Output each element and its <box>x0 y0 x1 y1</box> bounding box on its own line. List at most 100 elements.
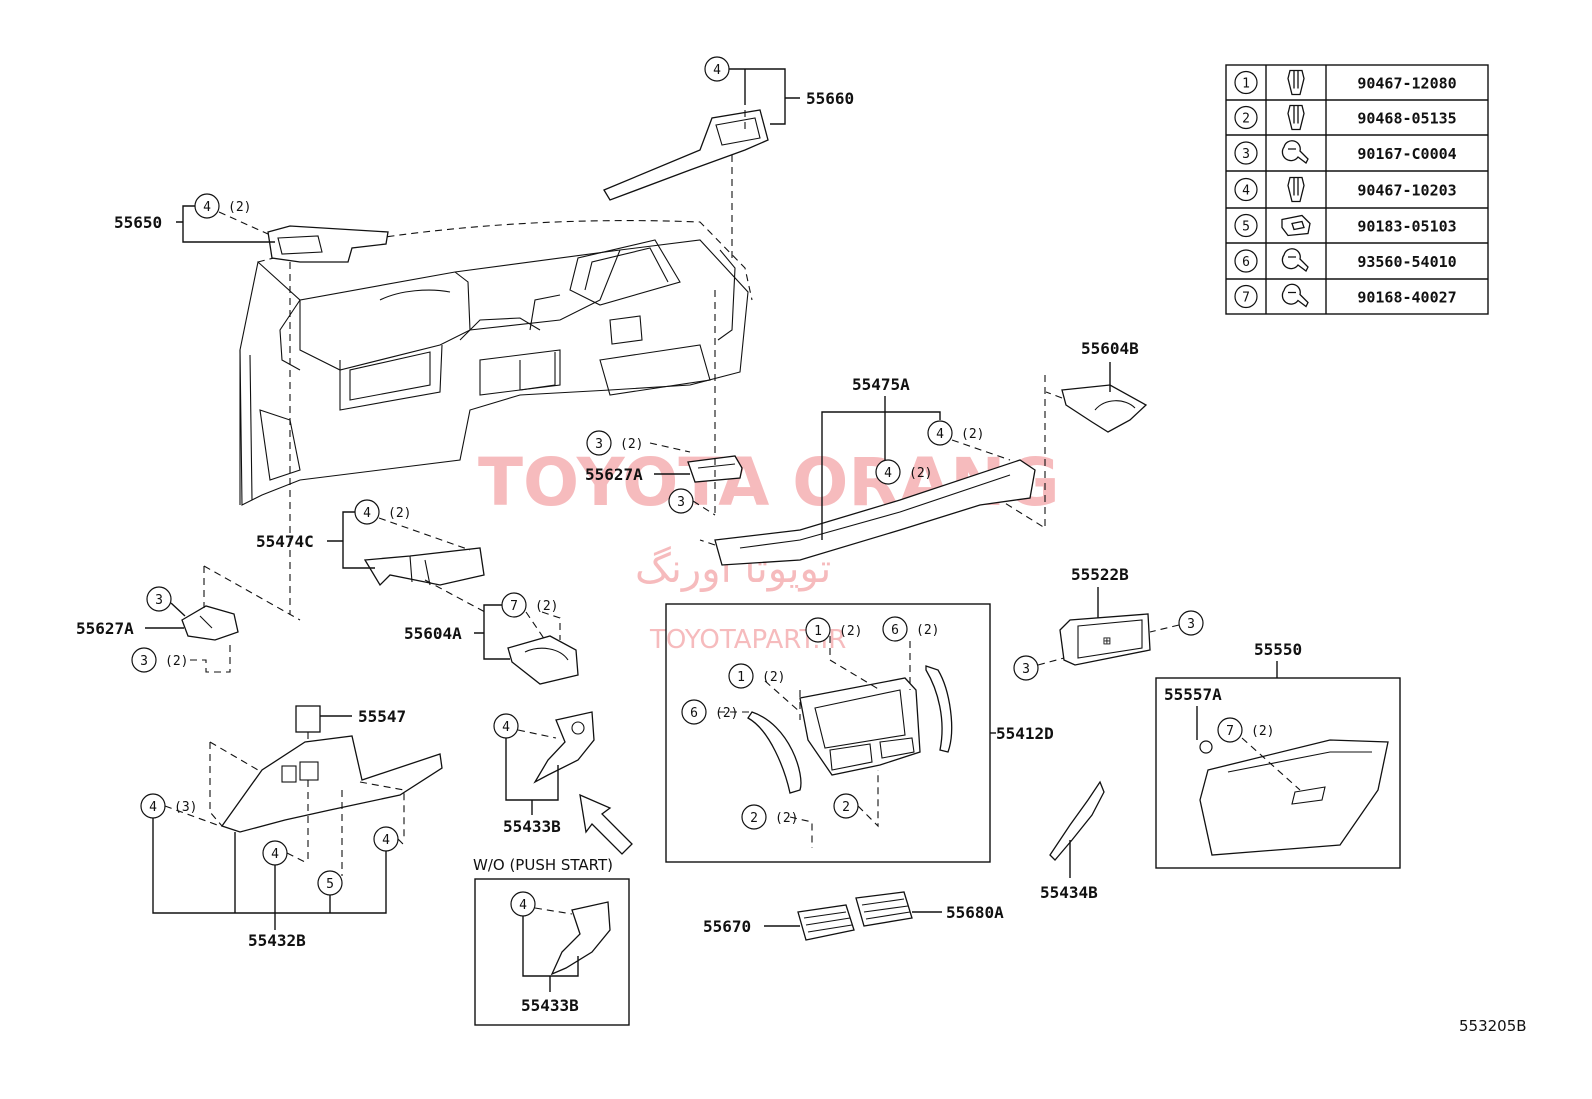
callout-3 <box>1178 610 1204 636</box>
qty-2: (2) <box>839 624 862 639</box>
part-label-55627A: 55627A <box>76 619 134 638</box>
wo-push-start-label: W/O (PUSH START) <box>473 856 613 874</box>
callout-3-label: 3 <box>1187 617 1195 632</box>
fastener-number-circle <box>1234 70 1258 95</box>
screw-icon <box>1281 283 1309 308</box>
callout-3-label: 3 <box>595 437 603 452</box>
part-label-55660: 55660 <box>806 89 854 108</box>
clip-icon <box>1287 104 1305 131</box>
fastener-number: 2 <box>1242 112 1250 127</box>
qty-2: (2) <box>762 670 785 685</box>
part-55650-drawing <box>267 225 389 263</box>
fastener-row: 2 90468-05135 <box>1234 104 1457 131</box>
fastener-table <box>1225 64 1489 315</box>
part-55522B-drawing: ⊞ <box>1059 613 1151 666</box>
part-label-55604A: 55604A <box>404 624 462 643</box>
fastener-part-number: 90468-05135 <box>1357 110 1456 128</box>
callout-4-label: 4 <box>363 506 371 521</box>
clip-icon <box>1287 176 1305 203</box>
fastener-row: 7 90168-40027 <box>1234 283 1457 309</box>
fastener-number: 1 <box>1242 77 1250 92</box>
part-label-55650: 55650 <box>114 213 162 232</box>
fastener-part-number: 90467-12080 <box>1357 75 1456 93</box>
callout-6 <box>681 699 707 725</box>
part-55474C-drawing <box>363 547 485 587</box>
callout-2-label: 2 <box>842 800 850 815</box>
callout-4-label: 4 <box>502 720 510 735</box>
part-label-55433B: 55433B <box>521 996 579 1015</box>
fastener-row: 3 90167-C0004 <box>1234 140 1457 165</box>
qty-2: (2) <box>916 623 939 638</box>
fastener-part-number: 90183-05103 <box>1357 218 1456 236</box>
fastener-part-number: 90167-C0004 <box>1357 145 1456 163</box>
callout-4-label: 4 <box>884 466 892 481</box>
qty-2: (2) <box>775 811 798 826</box>
part-label-55604B: 55604B <box>1081 339 1139 358</box>
callout-1 <box>805 617 831 643</box>
fastener-number: 7 <box>1242 291 1250 306</box>
fastener-number: 3 <box>1242 147 1250 162</box>
part-label-55670: 55670 <box>703 917 751 936</box>
qty-2: (2) <box>620 437 643 452</box>
svg-text:⊞: ⊞ <box>1103 634 1111 649</box>
callout-3-label: 3 <box>677 495 685 510</box>
part-55660-drawing <box>603 109 769 260</box>
part-55627A-left-drawing <box>181 605 239 641</box>
part-55433B-drawing <box>533 711 595 784</box>
screw-icon <box>1281 140 1309 164</box>
nut-icon <box>1281 214 1311 237</box>
fastener-number-circle <box>1234 213 1258 238</box>
callout-6-label: 6 <box>690 706 698 721</box>
part-55550-drawing <box>1199 739 1389 856</box>
part-label-55522B: 55522B <box>1071 565 1129 584</box>
part-55434B-drawing <box>1049 780 1105 861</box>
part-55627A-top-drawing <box>687 455 743 483</box>
callout-4-label: 4 <box>519 898 527 913</box>
fastener-number-circle <box>1234 141 1258 165</box>
part-label-55433B: 55433B <box>503 817 561 836</box>
part-55670-drawing <box>797 904 855 941</box>
part-label-55475A: 55475A <box>852 375 910 394</box>
clip-icon <box>1287 69 1305 96</box>
fastener-number: 5 <box>1242 220 1250 235</box>
qty-2: (2) <box>961 427 984 442</box>
fastener-number-circle <box>1234 105 1258 130</box>
fastener-number-circle <box>1234 284 1258 309</box>
callout-3 <box>131 647 157 673</box>
glove-box-frame <box>1155 677 1401 869</box>
callout-3 <box>146 586 172 612</box>
callout-7-label: 7 <box>510 599 518 614</box>
callout-4 <box>875 459 901 485</box>
part-label-55434B: 55434B <box>1040 883 1098 902</box>
callout-3-label: 3 <box>1022 662 1030 677</box>
part-label-55627A: 55627A <box>585 465 643 484</box>
callout-7 <box>1217 717 1243 743</box>
part-label-55547: 55547 <box>358 707 406 726</box>
qty-2: (2) <box>715 706 738 721</box>
callout-3-label: 3 <box>155 593 163 608</box>
part-55680A-drawing <box>855 891 913 927</box>
fastener-part-number: 90467-10203 <box>1357 182 1456 200</box>
wo-push-start-box <box>474 878 630 1026</box>
part-label-55557A: 55557A <box>1164 685 1222 704</box>
callout-4-label: 4 <box>713 63 721 78</box>
callout-2-label: 2 <box>750 811 758 826</box>
part-label-55432B: 55432B <box>248 931 306 950</box>
fastener-number-circle <box>1234 177 1258 202</box>
callout-4-label: 4 <box>936 427 944 442</box>
qty-2: (2) <box>535 599 558 614</box>
callout-4-label: 4 <box>382 833 390 848</box>
fastener-part-number: 90168-40027 <box>1357 289 1456 307</box>
qty-2: (2) <box>1251 724 1274 739</box>
part-label-55412D: 55412D <box>996 724 1054 743</box>
part-55547-drawing <box>295 705 321 733</box>
part-55604A-drawing <box>507 635 579 685</box>
callout-1 <box>728 663 754 689</box>
fastener-row: 1 90467-12080 <box>1234 69 1457 96</box>
qty-2: (2) <box>388 506 411 521</box>
screw-icon <box>1281 248 1309 272</box>
callout-2 <box>741 804 767 830</box>
